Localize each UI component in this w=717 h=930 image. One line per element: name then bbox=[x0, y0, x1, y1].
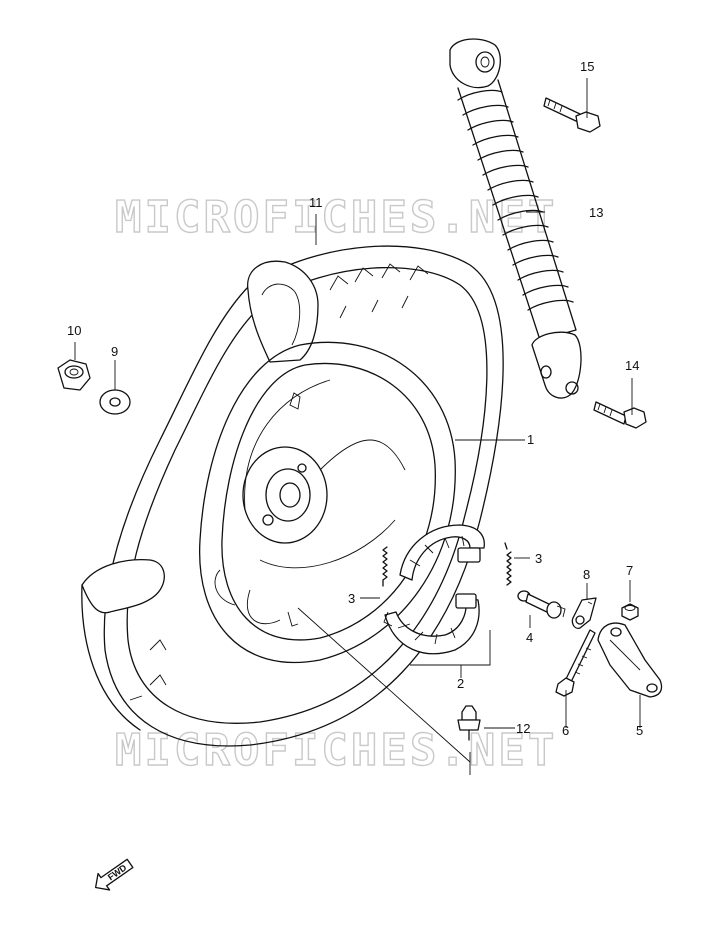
brake-camshaft bbox=[517, 590, 566, 619]
shock-coils bbox=[457, 89, 574, 311]
callout-6: 6 bbox=[562, 723, 569, 738]
nut-7 bbox=[621, 603, 639, 621]
callout-12: 12 bbox=[516, 721, 530, 736]
brake-shoes bbox=[383, 524, 485, 655]
callout-13: 13 bbox=[589, 205, 603, 220]
nut-10 bbox=[57, 359, 91, 391]
shock-absorber bbox=[449, 38, 582, 399]
callout-10: 10 bbox=[67, 323, 81, 338]
bolt-6 bbox=[555, 629, 596, 697]
spring-left bbox=[382, 546, 388, 587]
callout-8: 8 bbox=[583, 567, 590, 582]
watermark-top: MICROFICHES.NET bbox=[115, 192, 557, 243]
washer bbox=[99, 389, 131, 415]
callout-5: 5 bbox=[636, 723, 643, 738]
tire bbox=[81, 245, 504, 747]
leader-lines bbox=[74, 78, 641, 775]
bracket bbox=[597, 622, 663, 698]
wheel-rim bbox=[198, 341, 456, 664]
callout-2: 2 bbox=[457, 676, 464, 691]
brake-arm bbox=[571, 597, 597, 629]
callout-9: 9 bbox=[111, 344, 118, 359]
callout-3-left: 3 bbox=[348, 591, 355, 606]
spring-right bbox=[504, 542, 512, 586]
bolt-15 bbox=[543, 97, 601, 133]
bolt-14 bbox=[593, 401, 647, 429]
tire-valve bbox=[457, 705, 481, 741]
fwd-arrow: FWD bbox=[94, 858, 134, 891]
callout-7: 7 bbox=[626, 563, 633, 578]
callout-14: 14 bbox=[625, 358, 639, 373]
callout-11: 11 bbox=[309, 195, 323, 210]
callout-1: 1 bbox=[527, 432, 534, 447]
callout-3-right: 3 bbox=[535, 551, 542, 566]
watermark-bottom: MICROFICHES.NET bbox=[115, 725, 557, 776]
callout-4: 4 bbox=[526, 630, 533, 645]
callout-labels: 11 1 13 10 9 14 15 2 3 3 4 5 6 7 8 12 bbox=[67, 59, 643, 738]
callout-15: 15 bbox=[580, 59, 594, 74]
